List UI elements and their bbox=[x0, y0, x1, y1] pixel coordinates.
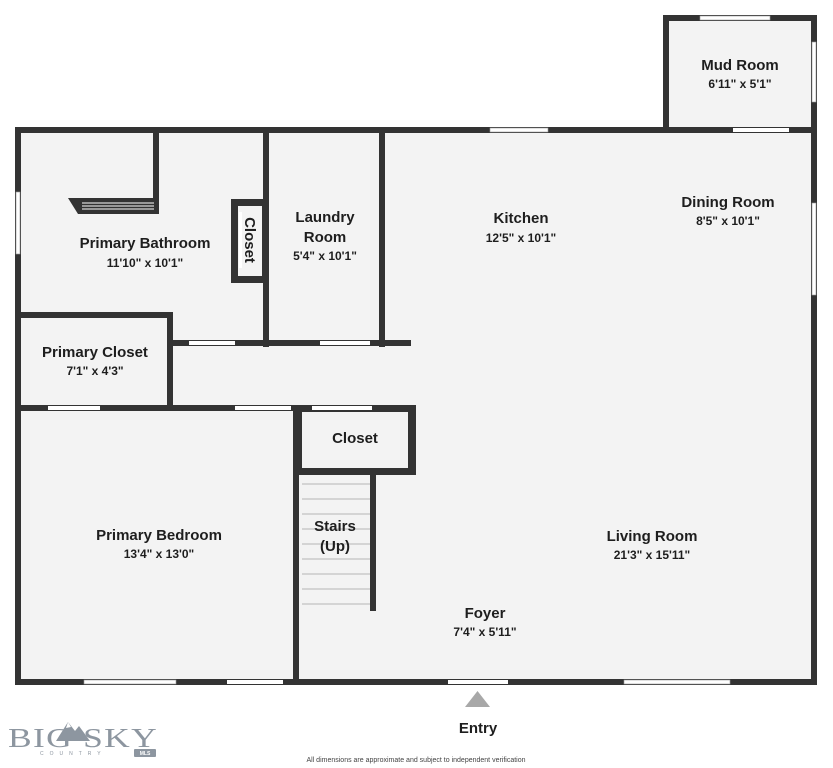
entry-arrow-icon bbox=[465, 691, 490, 707]
room-dims-primary-bathroom: 11'10" x 10'1" bbox=[107, 256, 183, 270]
room-name-stairs-line1: Stairs bbox=[314, 518, 356, 535]
room-name-kitchen: Kitchen bbox=[493, 210, 548, 227]
room-name-laundry-line1: Laundry bbox=[295, 209, 355, 226]
windows bbox=[15, 15, 817, 685]
room-name-primary-bedroom: Primary Bedroom bbox=[96, 527, 222, 544]
wall-bedroom-right bbox=[293, 405, 299, 685]
room-name-primary-closet: Primary Closet bbox=[42, 344, 148, 361]
wall-primary-closet-top bbox=[18, 312, 173, 318]
window-living-bottom bbox=[623, 679, 731, 685]
logo-sub: COUNTRY bbox=[40, 751, 107, 757]
room-dims-foyer: 7'4" x 5'11" bbox=[453, 625, 516, 639]
window-mudroom-right bbox=[811, 41, 817, 103]
room-dims-laundry: 5'4" x 10'1" bbox=[293, 249, 357, 263]
window-bedroom-bottom bbox=[83, 679, 177, 685]
entry-label: Entry bbox=[459, 720, 498, 737]
room-name-stairs-line2: (Up) bbox=[320, 538, 350, 555]
dimension-disclaimer: All dimensions are approximate and subje… bbox=[306, 757, 525, 764]
room-dims-kitchen: 12'5" x 10'1" bbox=[486, 231, 556, 245]
wall-bath-vanity bbox=[153, 130, 159, 210]
door-openings bbox=[48, 128, 789, 684]
wall-right bbox=[811, 15, 817, 685]
room-name-dining-room: Dining Room bbox=[681, 194, 774, 211]
room-dims-primary-bedroom: 13'4" x 13'0" bbox=[124, 547, 194, 561]
room-name-mud-room: Mud Room bbox=[701, 57, 778, 74]
wall-bottom bbox=[15, 679, 817, 685]
window-mudroom-top bbox=[699, 15, 771, 21]
wall-primary-closet-right bbox=[167, 312, 173, 411]
room-dims-dining-room: 8'5" x 10'1" bbox=[696, 214, 760, 228]
room-name-laundry-line2: Room bbox=[304, 229, 347, 246]
vanity-detail bbox=[82, 202, 154, 210]
stairs-treads bbox=[302, 476, 370, 609]
room-name-closet: Closet bbox=[332, 430, 378, 447]
room-name-foyer: Foyer bbox=[465, 605, 506, 622]
room-dims-mud-room: 6'11" x 5'1" bbox=[708, 77, 771, 91]
logo-text: BIG SKY bbox=[8, 723, 158, 753]
wall-top bbox=[15, 127, 668, 133]
wall-mudroom-left bbox=[663, 15, 669, 133]
window-dining-right bbox=[811, 202, 817, 296]
closet-interiors bbox=[238, 206, 408, 468]
window-kitchen-top bbox=[489, 127, 549, 133]
room-name-primary-bathroom: Primary Bathroom bbox=[80, 235, 211, 252]
mountain-icon bbox=[56, 722, 90, 741]
window-bath-left bbox=[15, 191, 21, 255]
wall-stairs-right bbox=[370, 473, 376, 611]
room-name-bath-closet: Closet bbox=[241, 217, 258, 263]
room-dims-living-room: 21'3" x 15'11" bbox=[614, 548, 690, 562]
room-dims-primary-closet: 7'1" x 4'3" bbox=[66, 364, 123, 378]
mls-badge-text: MLS bbox=[140, 751, 151, 757]
mls-badge bbox=[134, 749, 156, 757]
brand-logo: BIG SKY COUNTRY MLS bbox=[8, 722, 158, 757]
wall-laundry-right bbox=[379, 130, 385, 347]
wall-closet-row bbox=[18, 405, 297, 411]
room-name-living-room: Living Room bbox=[607, 528, 698, 545]
wall-bath-bottom bbox=[170, 340, 411, 346]
